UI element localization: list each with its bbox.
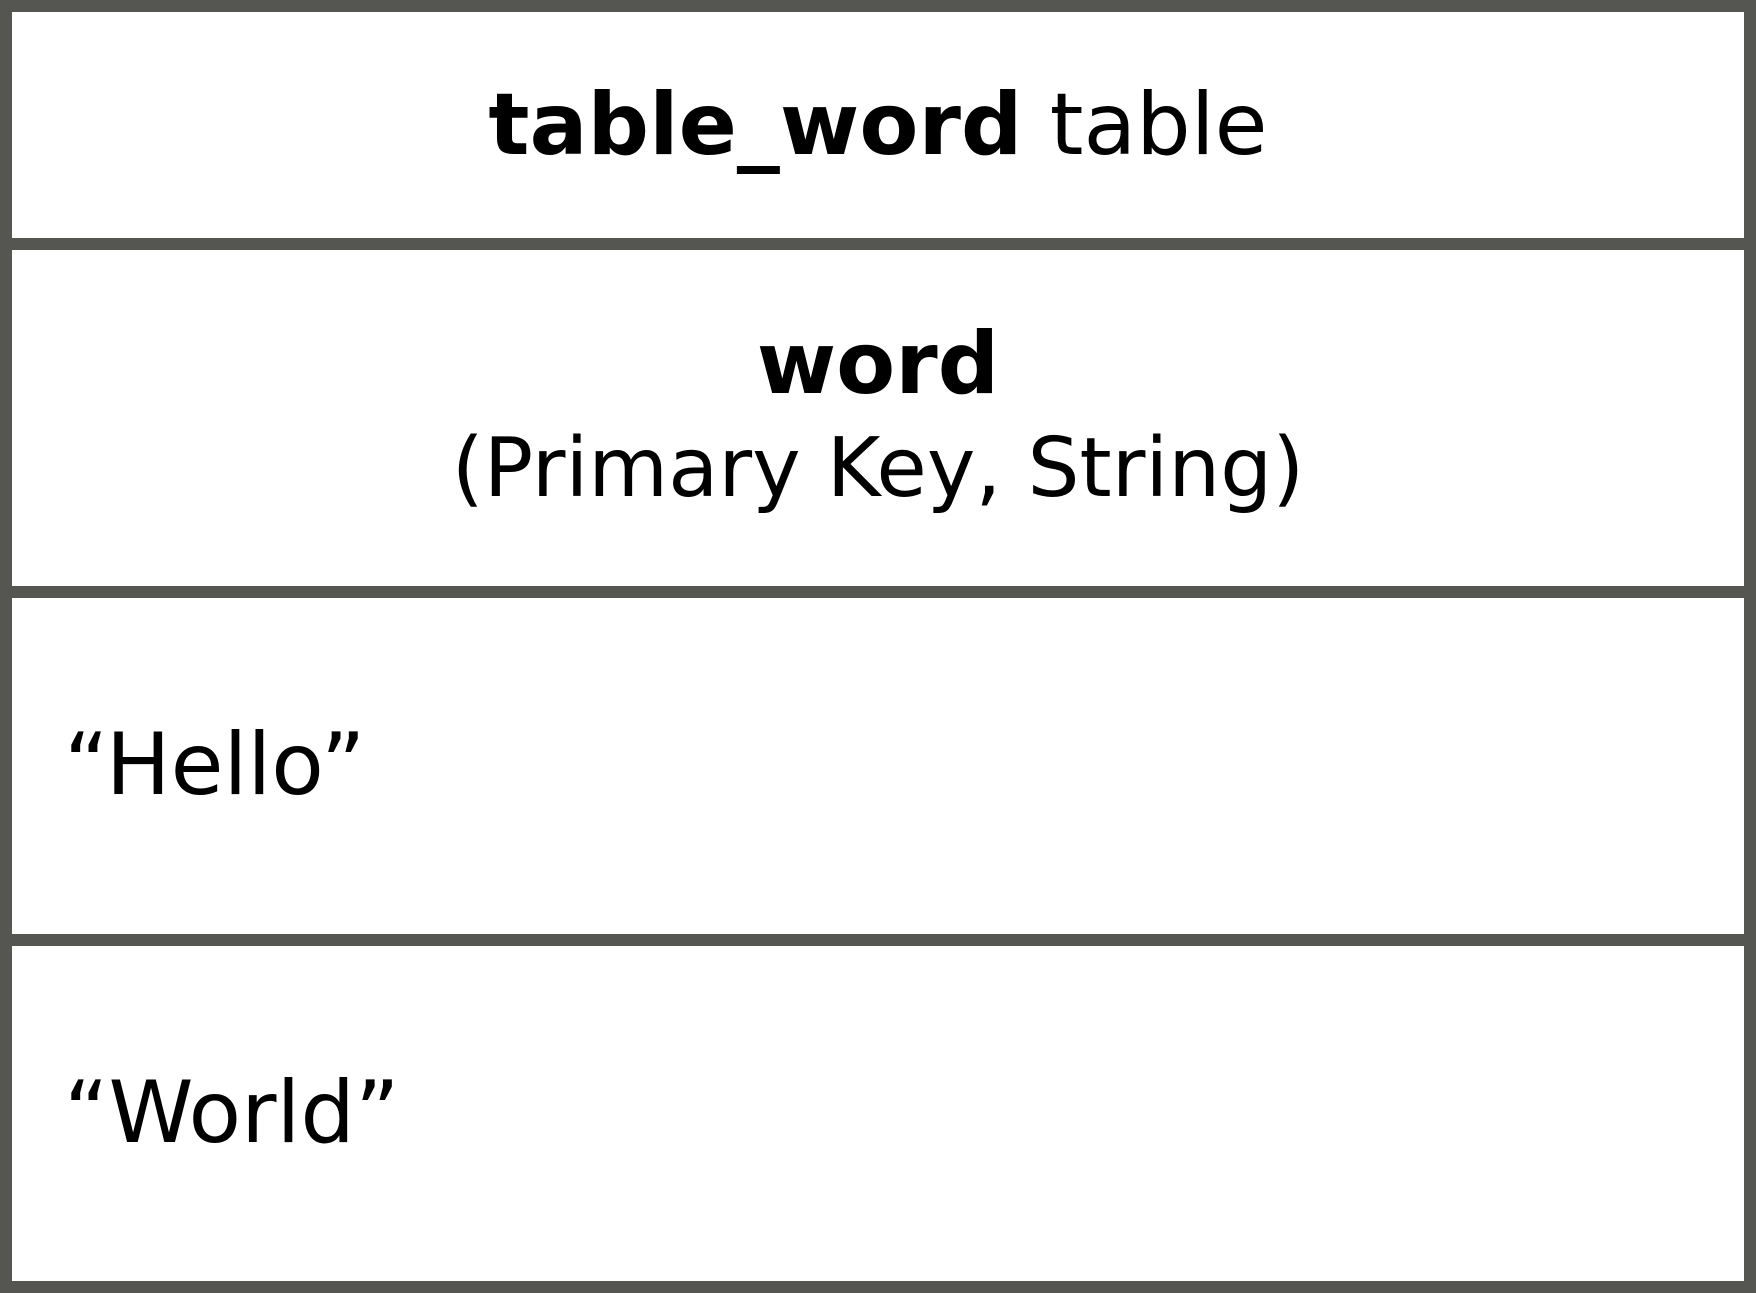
column-description: (Primary Key, String) [451,421,1305,517]
row-divider [12,934,1744,946]
table-row: “Hello” [12,598,1744,934]
row-divider [12,238,1744,250]
cell-value-hello: “Hello” [64,715,366,816]
table-title: table_word table [488,74,1268,175]
table-name: table_word [488,74,1023,175]
column-name: word [756,314,1000,415]
table-suffix: table [1022,74,1268,175]
cell-value-world: “World” [64,1062,400,1163]
column-header-row: word (Primary Key, String) [12,250,1744,586]
table-row: “World” [12,946,1744,1281]
table-title-row: table_word table [12,12,1744,238]
row-divider [12,586,1744,598]
